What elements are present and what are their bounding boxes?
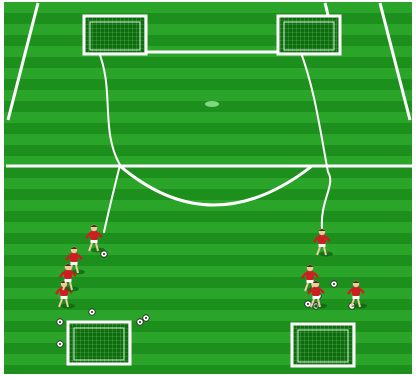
goal-bottom-right <box>292 324 354 366</box>
center-spot <box>205 101 219 107</box>
grass-stripe <box>4 24 412 35</box>
ball <box>57 319 63 325</box>
ball <box>89 309 95 315</box>
ball <box>57 341 63 347</box>
grass-stripe <box>4 134 412 145</box>
grass-stripe <box>4 310 412 321</box>
ball <box>137 319 143 325</box>
grass-stripe <box>4 222 412 233</box>
grass-stripe <box>4 112 412 123</box>
goal-top-left <box>84 16 146 54</box>
ball <box>143 315 149 321</box>
grass-stripe <box>4 2 412 13</box>
grass-stripe <box>4 90 412 101</box>
grass-stripe <box>4 68 412 79</box>
grass-stripes <box>4 2 412 365</box>
goal-top-right <box>278 16 340 54</box>
goal-bottom-left <box>68 322 130 364</box>
ball <box>331 281 337 287</box>
grass-stripe <box>4 244 412 255</box>
grass-stripe <box>4 178 412 189</box>
